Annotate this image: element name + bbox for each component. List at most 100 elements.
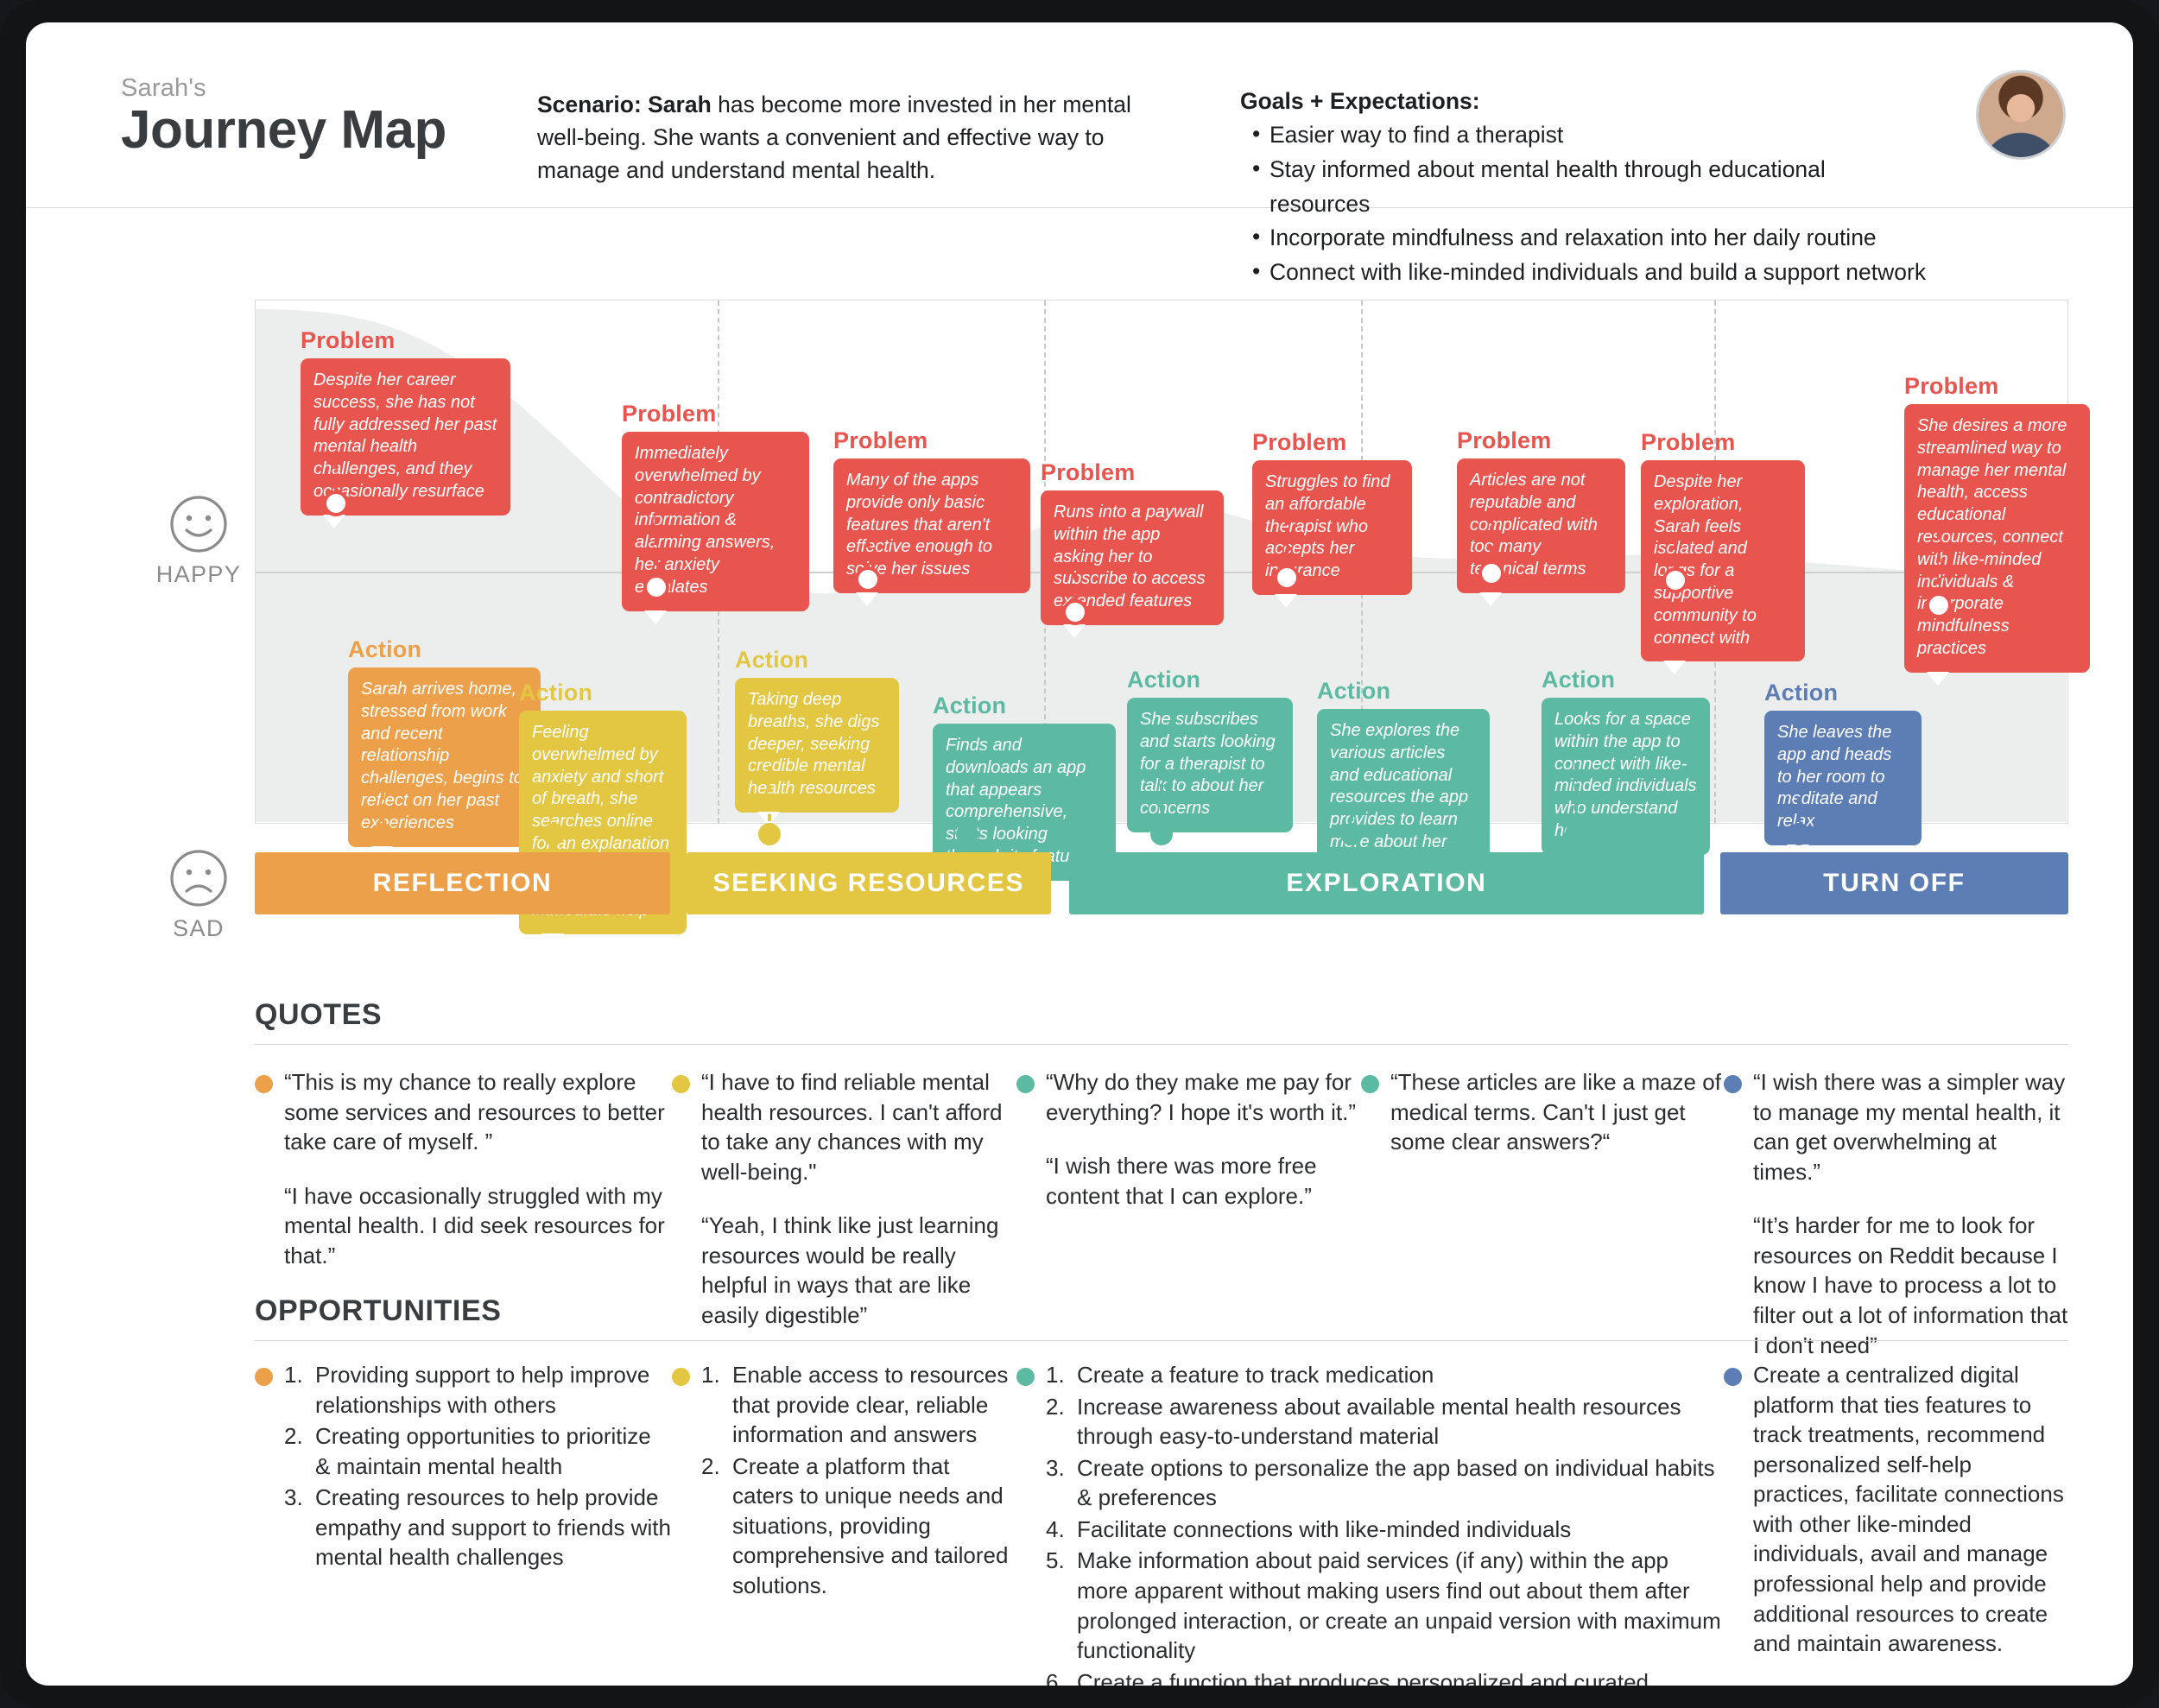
problem-title: Problem <box>622 401 717 427</box>
problem-callout[interactable]: Problem Despite her career success, she … <box>301 327 510 528</box>
action-title: Action <box>1127 667 1201 693</box>
action-text: Sarah arrives home, stressed from work a… <box>348 667 541 860</box>
problem-text: She desires a more streamlined way to ma… <box>1904 404 2090 686</box>
list-number: 3. <box>1046 1454 1065 1481</box>
opportunity-item: 3. Create options to personalize the app … <box>1046 1453 1724 1513</box>
action-callout[interactable]: Action Sarah arrives home, stressed from… <box>348 636 541 860</box>
problem-stem <box>1937 533 1941 596</box>
phase-reflection[interactable]: REFLECTION <box>255 852 670 914</box>
quote-text: “These articles are like a maze of medic… <box>1390 1069 1721 1155</box>
opportunity-item: 2.Creating opportunities to prioritize &… <box>284 1421 672 1481</box>
opportunities-columns: 1. Providing support to help improve rela… <box>255 1360 2068 1686</box>
mood-happy-label: HAPPY <box>155 561 242 587</box>
opportunity-text: Providing support to help improve relati… <box>315 1362 650 1418</box>
quotes-column: “I wish there was a simpler way to manag… <box>1724 1067 2068 1360</box>
list-number: 6. <box>1046 1668 1065 1686</box>
opportunity-text: Create options to personalize the app ba… <box>1077 1454 1715 1511</box>
list-number: 1. <box>701 1362 720 1388</box>
problem-callout[interactable]: Problem Despite her exploration, Sarah f… <box>1641 429 1805 675</box>
action-callout[interactable]: Action Looks for a space within the app … <box>1542 667 1710 868</box>
action-stem <box>381 770 384 822</box>
list-number: 4. <box>1046 1515 1065 1542</box>
action-dot <box>1788 823 1810 845</box>
action-text: She subscribes and starts looking for a … <box>1127 698 1293 845</box>
scenario-label: Scenario: Sarah <box>537 92 712 117</box>
mood-sad-label: SAD <box>173 915 225 941</box>
opportunity-text: Make information about paid services (if… <box>1077 1547 1721 1664</box>
action-callout[interactable]: Action Taking deep breaths, she digs dee… <box>735 647 899 826</box>
action-dot <box>758 823 781 845</box>
happy-face-icon <box>170 496 227 553</box>
action-stem <box>1350 811 1353 821</box>
quote-bullet <box>1016 1075 1035 1093</box>
opportunities-title: OPPORTUNITIES <box>255 1294 502 1327</box>
opportunity-bullet <box>1724 1368 1742 1386</box>
problem-stem <box>655 517 658 576</box>
opportunities-column: 1. Create a feature to track medication 2… <box>1016 1360 1724 1686</box>
goals-block: Goals + Expectations: Easier way to find… <box>1240 88 1931 290</box>
problem-title: Problem <box>833 427 928 453</box>
opportunity-text: Create a centralized digital platform th… <box>1753 1362 2064 1657</box>
opportunity-text: Creating opportunities to prioritize & m… <box>315 1423 651 1479</box>
problem-node <box>643 574 669 600</box>
problem-text: Despite her exploration, Sarah feels iso… <box>1641 460 1805 675</box>
opportunity-item: 1. Enable access to resources that provid… <box>701 1360 1016 1450</box>
action-dot <box>542 823 565 845</box>
list-number: 1. <box>1046 1362 1065 1388</box>
phase-seeking-resources[interactable]: SEEKING RESOURCES <box>686 852 1051 914</box>
problem-node <box>1926 592 1952 618</box>
journey-map-canvas: Sarah's Journey Map Scenario: Sarah has … <box>26 22 2133 1686</box>
phase-turn-off[interactable]: TURN OFF <box>1719 852 2068 914</box>
opportunity-text: Create a platform that caters to unique … <box>732 1452 1009 1599</box>
problem-node <box>1062 599 1088 625</box>
quote-text: “I have occasionally struggled with my m… <box>284 1182 665 1268</box>
problem-stem <box>866 529 870 570</box>
opportunity-text: Enable access to resources that provide … <box>732 1362 1009 1448</box>
opportunity-text: Increase awareness about available menta… <box>1077 1393 1681 1450</box>
action-title: Action <box>1317 678 1391 704</box>
opportunity-bullet <box>672 1368 690 1386</box>
problem-stem <box>334 451 338 492</box>
list-number: 1. <box>284 1362 303 1388</box>
action-dot <box>371 823 394 845</box>
quotes-section: QUOTES “This is my chance to really expl… <box>255 998 2068 1360</box>
quote-text: “Yeah, I think like just learning resour… <box>701 1212 999 1329</box>
page-title: Sarah's Journey Map <box>121 74 446 161</box>
avatar <box>1976 70 2066 160</box>
quotes-column: “I have to find reliable mental health r… <box>672 1067 1016 1360</box>
phase-exploration[interactable]: EXPLORATION <box>1068 852 1704 914</box>
action-dot <box>1340 823 1363 845</box>
opportunity-item: 2.Increase awareness about available men… <box>1046 1392 1724 1452</box>
opportunity-text: Create a feature to track medication <box>1077 1362 1434 1388</box>
problem-title: Problem <box>1904 373 1999 399</box>
action-stem <box>1574 763 1578 821</box>
quote-text: “I wish there was a simpler way to manag… <box>1753 1069 2066 1185</box>
quote-text: “I wish there was more free content that… <box>1046 1153 1317 1209</box>
opportunity-item: 5. Make information about paid services (… <box>1046 1546 1724 1665</box>
list-number: 2. <box>701 1452 720 1479</box>
goals-title: Goals + Expectations: <box>1240 88 1480 114</box>
quotes-columns: “This is my chance to really explore som… <box>255 1067 2068 1360</box>
scenario-block: Scenario: Sarah has become more invested… <box>537 88 1142 187</box>
quotes-column: “Why do they make me pay for everything?… <box>1016 1067 1361 1360</box>
opportunity-item: 4.Facilitate connections with like-minde… <box>1046 1515 1724 1545</box>
sad-face-icon <box>170 850 227 907</box>
action-callout[interactable]: Action She subscribes and starts looking… <box>1127 667 1293 845</box>
opportunities-section: OPPORTUNITIES 1. Providing support to hel… <box>255 1294 2068 1686</box>
action-dot <box>1565 823 1587 845</box>
action-stem <box>768 766 771 821</box>
opportunities-column: 1. Providing support to help improve rela… <box>255 1360 672 1686</box>
quote-text: “Why do they make me pay for everything?… <box>1046 1069 1357 1125</box>
action-title: Action <box>1542 667 1616 693</box>
action-text: Taking deep breaths, she digs deeper, se… <box>735 678 899 826</box>
problem-callout[interactable]: Problem She desires a more streamlined w… <box>1904 373 2090 686</box>
action-dot <box>956 823 978 845</box>
list-number: 5. <box>1046 1547 1065 1574</box>
action-callout[interactable]: Action She leaves the app and heads to h… <box>1764 680 1922 858</box>
problem-stem <box>1285 518 1288 567</box>
goal-item: Connect with like-minded individuals and… <box>1240 255 1931 290</box>
quote-text: “It’s harder for me to look for resource… <box>1753 1212 2068 1358</box>
title-owner: Sarah's <box>121 74 206 102</box>
problem-callout[interactable]: Problem Immediately overwhelmed by contr… <box>622 401 809 624</box>
